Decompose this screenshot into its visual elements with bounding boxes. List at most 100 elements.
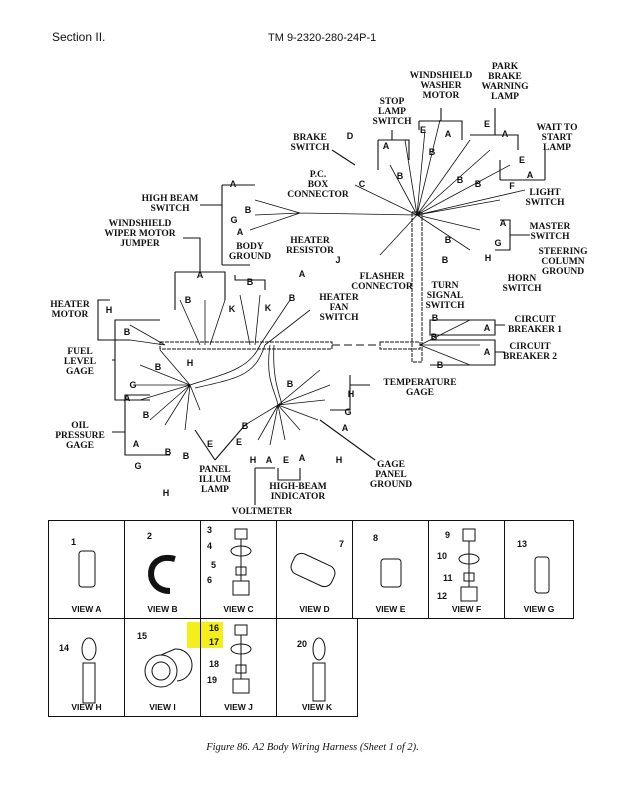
round-connector-icon (144, 648, 193, 688)
terminal-stack-icon (230, 624, 252, 694)
callout-letter: B (182, 451, 190, 461)
callout-letter: C (358, 179, 366, 189)
item-number: 4 (207, 541, 213, 551)
item-number: 16 (209, 623, 220, 633)
item-number: 10 (437, 551, 448, 561)
callout-letter: K (228, 304, 236, 314)
callout-letter: K (264, 303, 272, 313)
callout-letter: B (474, 179, 482, 189)
callout-letter: A (196, 270, 204, 280)
callout-letter: A (298, 453, 306, 463)
connector-icon (534, 556, 550, 594)
callout-letter: A (341, 423, 349, 433)
label-fuel-level-gage: FUEL LEVEL GAGE (63, 347, 97, 377)
callout-letter: F (509, 181, 515, 191)
callout-letter: B (396, 171, 404, 181)
view-label: VIEW K (301, 702, 333, 712)
view-label: VIEW F (451, 604, 482, 614)
view-c-cell: 3 4 5 6 VIEW C (200, 520, 277, 619)
callout-letter: G (134, 461, 142, 471)
label-flasher-connector: FLASHER CONNECTOR (351, 272, 413, 292)
callout-letter: E (206, 439, 214, 449)
callout-letter: A (229, 179, 237, 189)
callout-letter: D (346, 131, 354, 141)
callout-letter: A (483, 347, 491, 357)
item-number: 11 (443, 573, 453, 583)
tm-number: TM 9-2320-280-24P-1 (268, 32, 377, 44)
callout-letter: B (184, 295, 192, 305)
view-k-cell: 20 VIEW K (276, 618, 358, 717)
callout-letter: A (444, 129, 452, 139)
label-circuit-breaker-1: CIRCUIT BREAKER 1 (507, 315, 563, 335)
label-temperature-gage: TEMPERATURE GAGE (383, 378, 457, 398)
view-label: VIEW D (299, 604, 330, 614)
callout-letter: B (456, 175, 464, 185)
label-circuit-breaker-2: CIRCUIT BREAKER 2 (502, 342, 558, 362)
view-b-cell: 2 VIEW B (124, 520, 201, 619)
callout-letter: G (494, 238, 502, 248)
callout-letter: G (129, 380, 137, 390)
callout-letter: H (335, 455, 343, 465)
callout-letter: E (235, 437, 243, 447)
label-steering-column-ground: STEERING COLUMN GROUND (538, 247, 588, 277)
view-label: VIEW B (147, 604, 178, 614)
item-number: 7 (339, 539, 345, 549)
label-stop-lamp-switch: STOP LAMP SWITCH (372, 97, 412, 127)
view-label: VIEW J (224, 702, 253, 712)
label-high-beam-switch: HIGH BEAM SWITCH (141, 194, 199, 214)
spade-terminal-icon (312, 637, 326, 702)
callout-letter: E (282, 455, 290, 465)
callout-letter: G (230, 215, 238, 225)
item-number: 18 (209, 659, 220, 669)
sleeve-connector-icon (290, 552, 336, 588)
callout-letter: A (236, 227, 244, 237)
label-high-beam-indicator: HIGH-BEAM INDICATOR (269, 482, 327, 502)
highlight-mark (187, 622, 223, 648)
label-heater-fan-switch: HEATER FAN SWITCH (319, 293, 359, 323)
view-label: VIEW H (71, 702, 102, 712)
callout-letter: B (428, 147, 436, 157)
label-voltmeter: VOLTMETER (231, 507, 293, 517)
view-label: VIEW C (223, 604, 254, 614)
item-number: 3 (207, 525, 213, 535)
callout-letter: B (441, 255, 449, 265)
label-gage-panel-ground: GAGE PANEL GROUND (369, 460, 413, 490)
label-windshield-wiper-motor-jumper: WINDSHIELD WIPER MOTOR JUMPER (104, 219, 176, 249)
item-number: 8 (373, 533, 379, 543)
item-number: 2 (147, 531, 153, 541)
main-harness (159, 211, 423, 363)
callout-letter: B (288, 293, 296, 303)
figure-caption: Figure 86. A2 Body Wiring Harness (Sheet… (206, 742, 419, 753)
callout-letter: B (123, 327, 131, 337)
callout-letter: H (249, 455, 257, 465)
view-label: VIEW E (375, 604, 406, 614)
view-a-cell: 1 VIEW A (48, 520, 125, 619)
terminal-stack-icon (458, 528, 480, 602)
callout-letter: A (501, 129, 509, 139)
callout-letter: G (344, 407, 352, 417)
connector-icon (78, 550, 96, 588)
callout-letter: H (162, 488, 170, 498)
callout-letter: A (483, 323, 491, 333)
item-number: 5 (211, 560, 217, 570)
callout-letter: B (246, 277, 254, 287)
callout-letter: E (419, 125, 427, 135)
item-number: 1 (71, 537, 77, 547)
view-i-cell: 15 VIEW I (124, 618, 201, 717)
callout-letter: H (105, 305, 113, 315)
label-light-switch: LIGHT SWITCH (525, 188, 565, 208)
label-panel-illum-lamp: PANEL ILLUM LAMP (198, 465, 232, 495)
callout-letter: B (436, 360, 444, 370)
view-h-cell: 14 VIEW H (48, 618, 125, 717)
callout-letter: B (431, 313, 439, 323)
ring-terminal-icon (81, 637, 97, 704)
callout-letter: B (286, 379, 294, 389)
item-number: 15 (137, 631, 148, 641)
view-label: VIEW A (71, 604, 102, 614)
callout-letter: A (499, 218, 507, 228)
label-windshield-washer-motor: WINDSHIELD WASHER MOTOR (409, 71, 473, 101)
callout-letter: A (298, 269, 306, 279)
view-e-cell: 8 VIEW E (352, 520, 429, 619)
label-horn-switch: HORN SWITCH (502, 274, 542, 294)
